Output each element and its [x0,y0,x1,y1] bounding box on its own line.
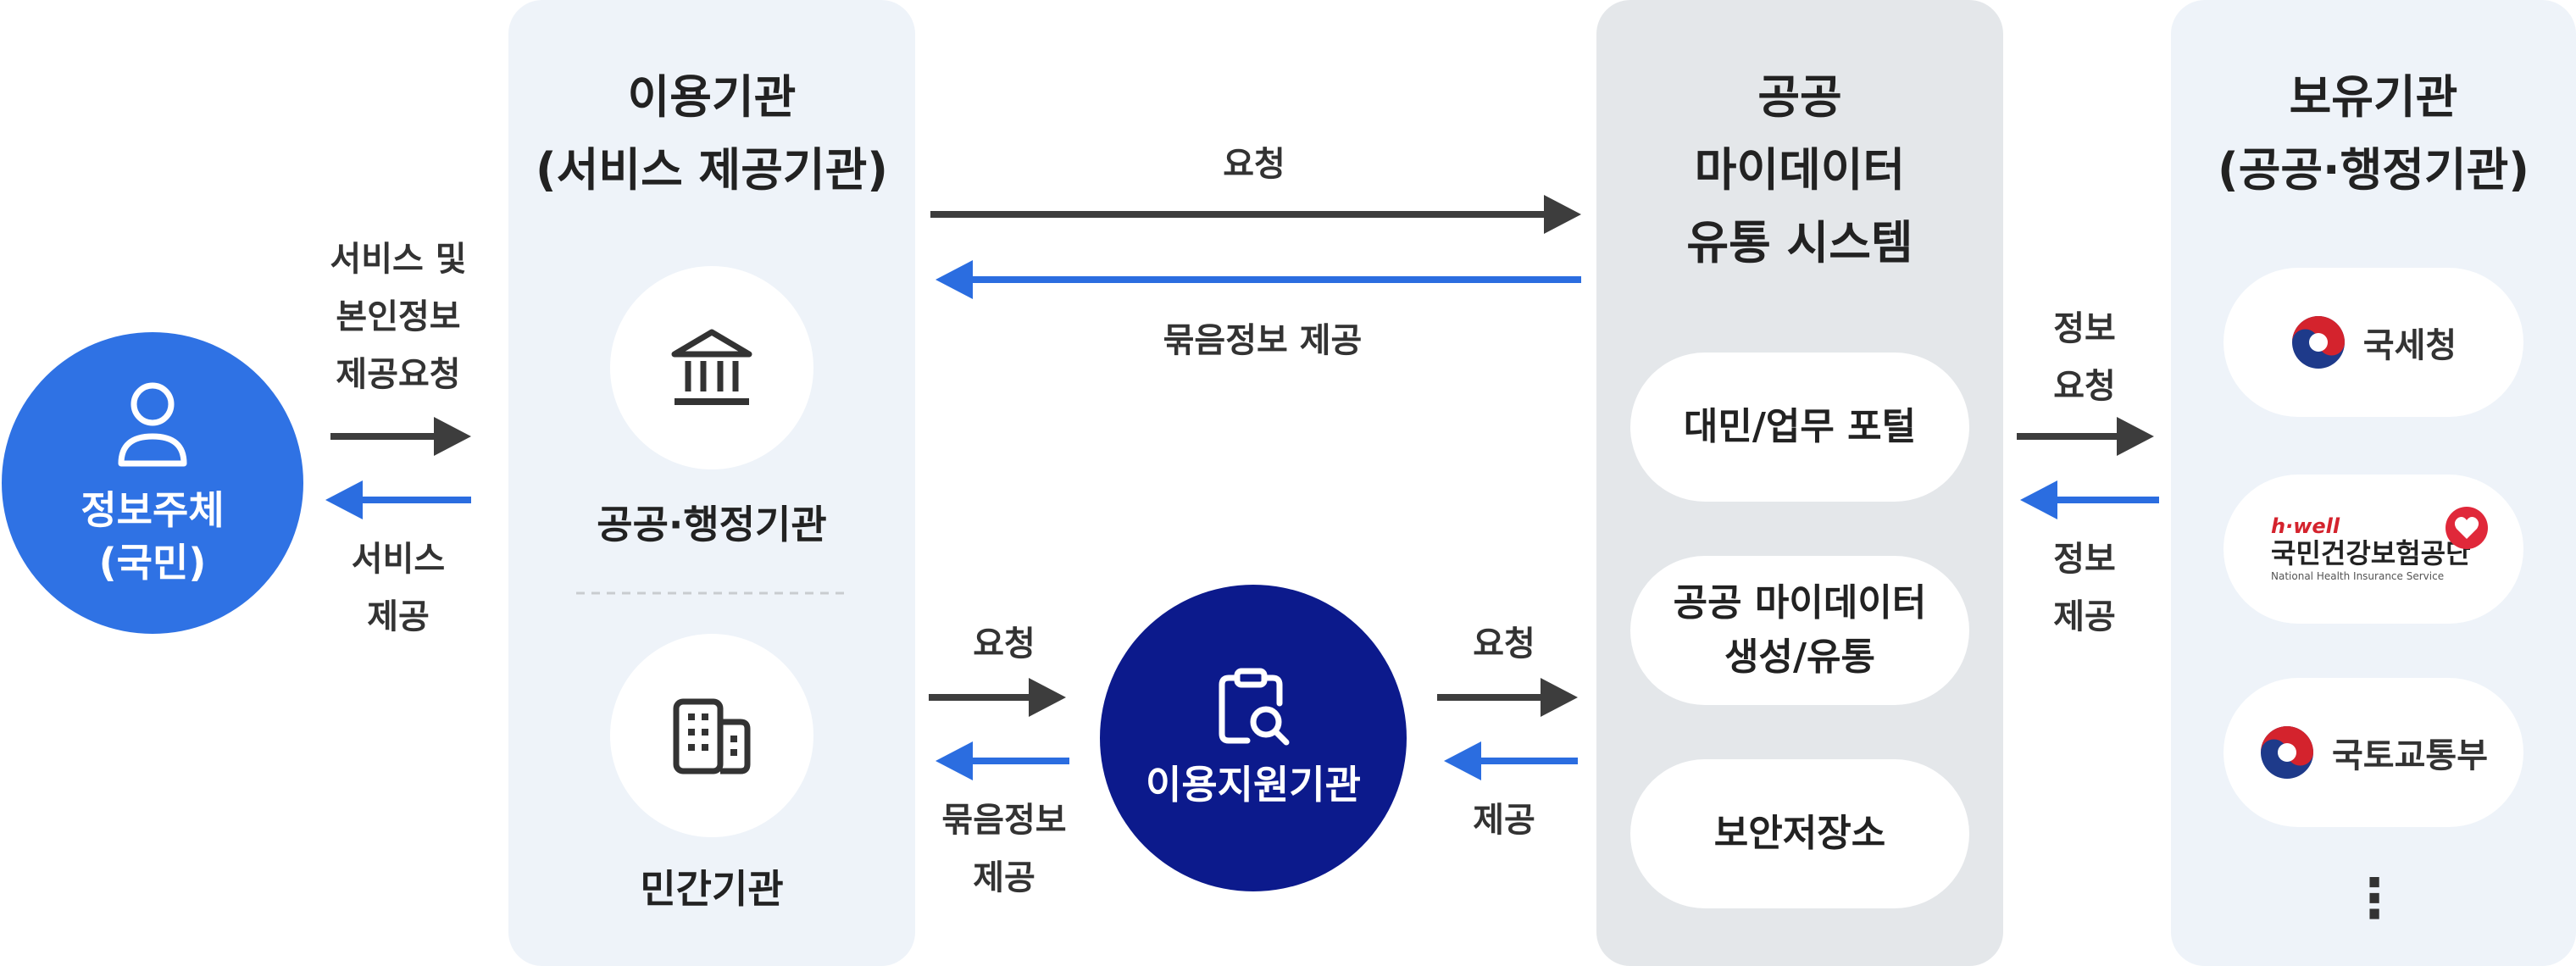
system-item-portal: 대민/업무 포털 [1630,353,1969,502]
org-card-nts: 국세청 [2223,268,2523,417]
support-circle: 이용지원기관 [1100,585,1407,891]
support-left-request-arrow [929,678,1066,717]
holder-response-label: 정보 제공 [2053,540,2116,636]
subject-label: 정보주체 (국민) [80,487,225,586]
holder-title: 보유기관 (공공·행정기관) [2218,70,2529,197]
top-request-arrow [930,195,1581,234]
org-name-nhis: 국민건강보험공단 [2271,537,2471,569]
holder-response-arrow [2020,480,2159,519]
more-indicator: ⋮ [2347,868,2401,930]
system-item-generation: 공공 마이데이터 생성/유통 [1630,556,1969,705]
org-card-molit: 국토교통부 [2223,678,2523,827]
top-request-label: 요청 [1223,145,1285,184]
org-name-molit: 국토교통부 [2332,736,2488,775]
holder-request-arrow [2017,417,2154,456]
private-institution-label: 민간기관 [640,866,784,912]
subject-response-arrow [325,480,471,519]
bank-icon [671,329,752,405]
top-response-label: 묶음정보 제공 [1163,321,1363,360]
building-icon [673,698,751,774]
public-institution-label: 공공·행정기관 [597,502,827,547]
support-right-request-arrow [1437,678,1578,717]
top-response-arrow [935,260,1581,299]
subject-circle: 정보주체 (국민) [2,332,303,634]
system-title: 공공 마이데이터 유통 시스템 [1686,70,1913,269]
taegeuk-icon [2291,316,2345,369]
person-icon [118,382,187,467]
subject-request-arrow [330,417,471,456]
org-card-nhis: h·well 국민건강보험공단 National Health Insuranc… [2223,475,2523,624]
support-right-response-arrow [1444,741,1578,780]
holder-request-label: 정보 요청 [2053,309,2116,406]
support-right-request-label: 요청 [1473,625,1535,663]
support-left-response-arrow [935,741,1069,780]
support-right-response-label: 제공 [1473,801,1535,840]
taegeuk-icon [2261,726,2313,779]
org-brand-nhis: h·well [2271,514,2340,538]
support-left-response-label: 묶음정보 제공 [941,801,1067,897]
support-left-request-label: 요청 [973,625,1035,663]
heart-icon [2446,507,2488,549]
subject-request-label: 서비스 및 본인정보 제공요청 [330,240,467,394]
public-institution-circle [610,266,813,469]
support-label: 이용지원기관 [1146,762,1361,808]
clipboard-search-icon [1219,668,1290,746]
system-item-secure-storage: 보안저장소 [1630,759,1969,908]
user-institution-title: 이용기관 (서비스 제공기관) [536,70,888,197]
org-name-nts: 국세청 [2362,326,2457,365]
private-institution-circle [610,634,813,837]
org-subtitle-nhis: National Health Insurance Service [2271,570,2445,582]
subject-response-label: 서비스 제공 [351,540,446,636]
